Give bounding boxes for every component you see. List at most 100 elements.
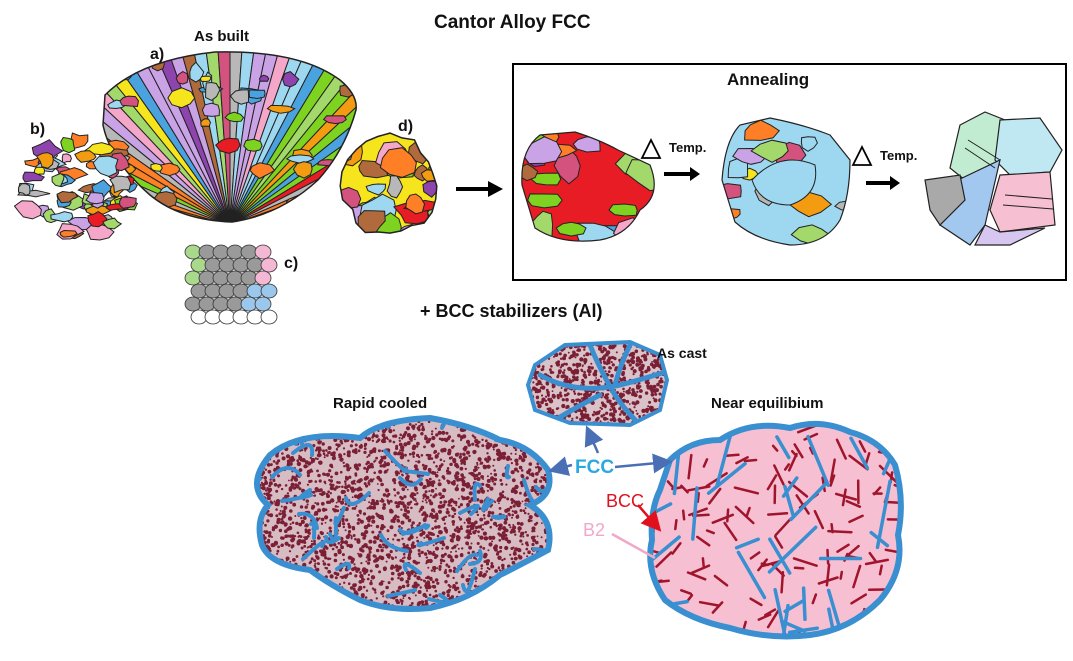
- precipitate-dot: [404, 454, 407, 457]
- precipitate-dot: [257, 550, 261, 554]
- precipitate-dot: [257, 442, 260, 445]
- precipitate-dot: [640, 425, 642, 427]
- precipitate-dot: [571, 418, 573, 420]
- precipitate-dot: [557, 397, 560, 400]
- precipitate-dot: [449, 457, 452, 460]
- precipitate-dot: [326, 414, 330, 418]
- precipitate-dot: [497, 551, 500, 554]
- precipitate-dot: [505, 484, 507, 486]
- precipitate-dot: [557, 482, 560, 485]
- precipitate-dot: [319, 488, 323, 492]
- precipitate-dot: [511, 517, 513, 519]
- precipitate-dot: [545, 448, 547, 450]
- precipitate-dot: [343, 465, 345, 467]
- precipitate-dot: [355, 427, 359, 431]
- precipitate-dot: [647, 366, 650, 369]
- precipitate-dot: [259, 594, 263, 598]
- precipitate-dot: [414, 503, 416, 505]
- precipitate-dot: [502, 491, 505, 494]
- precipitate-dot: [315, 416, 317, 418]
- precipitate-dot: [251, 472, 254, 475]
- precipitate-dot: [251, 568, 253, 570]
- precipitate-dot: [319, 479, 322, 482]
- precipitate-dot: [391, 577, 394, 580]
- precipitate-dot: [283, 426, 286, 429]
- precipitate-dot: [268, 427, 271, 430]
- precipitate-dot: [528, 364, 532, 368]
- precipitate-dot: [536, 401, 540, 405]
- precipitate-dot: [324, 612, 326, 614]
- precipitate-dot: [558, 371, 561, 374]
- precipitate-dot: [603, 426, 606, 429]
- precipitate-dot: [550, 563, 554, 567]
- precipitate-dot: [557, 394, 560, 397]
- precipitate-dot: [557, 374, 560, 377]
- precipitate-dot: [342, 416, 345, 419]
- precipitate-dot: [460, 477, 464, 481]
- precipitate-dot: [491, 589, 494, 592]
- precipitate-dot: [544, 457, 546, 459]
- precipitate-dot: [511, 470, 515, 474]
- precipitate-dot: [307, 604, 311, 608]
- precipitate-dot: [557, 487, 559, 489]
- precipitate-dot: [250, 606, 253, 609]
- precipitate-dot: [537, 389, 541, 393]
- precipitate-dot: [463, 461, 466, 464]
- precipitate-dot: [322, 508, 326, 512]
- precipitate-dot: [315, 606, 318, 609]
- precipitate-dot: [377, 483, 379, 485]
- precipitate-dot: [365, 596, 368, 599]
- precipitate-dot: [424, 436, 428, 440]
- precipitate-dot: [460, 607, 464, 611]
- precipitate-dot: [636, 413, 638, 415]
- precipitate-dot: [300, 517, 302, 519]
- precipitate-dot: [305, 506, 308, 509]
- fcc-lath: [883, 626, 892, 661]
- precipitate-dot: [321, 600, 324, 603]
- precipitate-dot: [371, 515, 375, 519]
- precipitate-dot: [258, 570, 261, 573]
- precipitate-dot: [360, 445, 363, 448]
- precipitate-dot: [256, 414, 260, 418]
- precipitate-dot: [449, 569, 453, 573]
- precipitate-dot: [315, 587, 319, 591]
- precipitate-dot: [268, 603, 270, 605]
- precipitate-dot: [293, 586, 295, 588]
- precipitate-dot: [313, 542, 316, 545]
- precipitate-dot: [280, 421, 282, 423]
- precipitate-dot: [514, 510, 518, 514]
- precipitate-dot: [431, 569, 433, 571]
- precipitate-dot: [297, 536, 299, 538]
- precipitate-dot: [388, 502, 391, 505]
- precipitate-dot: [494, 417, 496, 419]
- precipitate-dot: [491, 540, 493, 542]
- precipitate-dot: [273, 460, 276, 463]
- precipitate-dot: [270, 464, 272, 466]
- precipitate-dot: [544, 444, 547, 447]
- precipitate-dot: [285, 593, 287, 595]
- precipitate-dot: [509, 526, 511, 528]
- precipitate-dot: [544, 567, 546, 569]
- fcc-lath: [804, 588, 805, 619]
- precipitate-dot: [494, 473, 497, 476]
- precipitate-dot: [332, 414, 335, 417]
- precipitate-dot: [407, 584, 409, 586]
- precipitate-dot: [310, 469, 312, 471]
- precipitate-dot: [510, 453, 512, 455]
- precipitate-dot: [490, 476, 494, 480]
- precipitate-dot: [307, 547, 309, 549]
- precipitate-dot: [528, 519, 531, 522]
- precipitate-dot: [253, 437, 256, 440]
- bcc-precipitate: [882, 613, 895, 631]
- precipitate-dot: [595, 377, 597, 379]
- bcc-precipitate: [665, 425, 674, 427]
- precipitate-dot: [533, 348, 537, 352]
- precipitate-dot: [347, 429, 350, 432]
- precipitate-dot: [553, 522, 555, 524]
- precipitate-dot: [620, 410, 624, 414]
- grain: [260, 75, 269, 81]
- precipitate-dot: [474, 436, 477, 439]
- precipitate-dot: [535, 466, 537, 468]
- precipitate-dot: [359, 571, 362, 574]
- fcc-channel: [242, 571, 268, 587]
